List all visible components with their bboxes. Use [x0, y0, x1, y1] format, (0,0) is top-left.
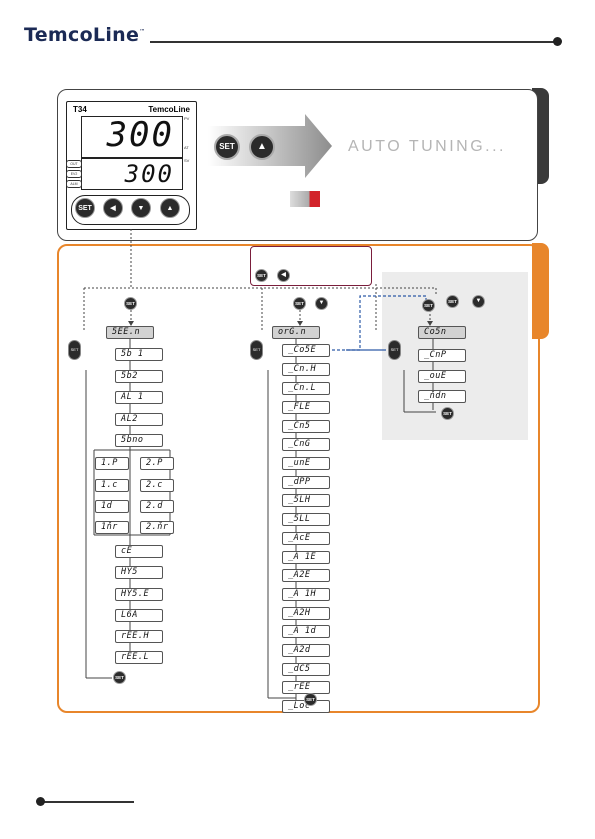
- brand-logo: TemcoLine™: [24, 24, 146, 46]
- col1-head: 5EE.n: [106, 326, 154, 339]
- col3-set-button-2[interactable]: SET: [446, 295, 459, 308]
- sv-label: SV: [184, 158, 190, 163]
- col1-item: HY5: [115, 566, 163, 579]
- pv-label: PV: [184, 116, 190, 121]
- sv-display: 300: [81, 158, 183, 190]
- footer-rule: [40, 801, 134, 803]
- col1-pair-left: 1.P: [95, 457, 129, 470]
- device-left-button[interactable]: ◀: [103, 198, 123, 218]
- col2-item: _A2H: [282, 607, 330, 620]
- col3-item: _CnP: [418, 349, 466, 362]
- pv-value: 300: [106, 115, 174, 155]
- callout-left-button[interactable]: ◀: [277, 269, 290, 282]
- footer-dot: [36, 797, 45, 806]
- col1-item: AL 1: [115, 391, 163, 404]
- header-dot: [553, 37, 562, 46]
- indicator-ev2: EV2: [66, 170, 82, 178]
- col2-item: _Cn.H: [282, 363, 330, 376]
- callout-set-button[interactable]: SET: [255, 269, 268, 282]
- col2-item: _dC5: [282, 663, 330, 676]
- col2-end-set-button[interactable]: SET: [304, 693, 317, 706]
- col1-item: 5b2: [115, 370, 163, 383]
- col2-side-badge: SET: [250, 340, 263, 360]
- col2-item: _dPP: [282, 476, 330, 489]
- col3-set-button[interactable]: SET: [422, 299, 435, 312]
- col1-item: AL2: [115, 413, 163, 426]
- col1-item: 5b 1: [115, 348, 163, 361]
- col2-item: _Cn5: [282, 420, 330, 433]
- col1-set-button[interactable]: SET: [124, 297, 137, 310]
- col2-item: _Cn.L: [282, 382, 330, 395]
- col2-item: _rEE: [282, 681, 330, 694]
- indicator-out: OUT: [66, 160, 82, 168]
- device-set-button[interactable]: SET: [75, 198, 95, 218]
- device-button-bar: SET ◀ ▼ ▲: [71, 195, 190, 225]
- tuning-gauge: [290, 191, 320, 207]
- col1-pair-right: 2.c: [140, 479, 174, 492]
- bottom-side-tab: [532, 243, 549, 339]
- col1-item: 5bno: [115, 434, 163, 447]
- col3-head: Co5n: [418, 326, 466, 339]
- col2-item: _A 1E: [282, 551, 330, 564]
- auto-tuning-text: AUTO TUNING...: [348, 138, 506, 155]
- col3-side-badge: SET: [388, 340, 401, 360]
- col2-item: _Co5E: [282, 344, 330, 357]
- device-down-button[interactable]: ▼: [131, 198, 151, 218]
- col2-item: _AcE: [282, 532, 330, 545]
- autotune-set-button[interactable]: SET: [214, 134, 240, 160]
- col2-item: _FLE: [282, 401, 330, 414]
- pv-display: 300: [81, 115, 183, 158]
- col2-item: _A2d: [282, 644, 330, 657]
- col1-end-set-button[interactable]: SET: [113, 671, 126, 684]
- indicator-alm: ALM: [66, 180, 82, 188]
- col2-head: orG.n: [272, 326, 320, 339]
- col1-item: rEE.H: [115, 630, 163, 643]
- col3-item: _ouE: [418, 370, 466, 383]
- header-rule: [150, 41, 558, 43]
- col3-end-set-button[interactable]: SET: [441, 407, 454, 420]
- col1-side-badge: SET: [68, 340, 81, 360]
- col1-pair-right: 2.ňr: [140, 521, 174, 534]
- col1-pair-left: 1d: [95, 500, 129, 513]
- device-up-button[interactable]: ▲: [160, 198, 180, 218]
- device-brand: TemcoLine: [148, 105, 190, 114]
- col1-pair-right: 2.d: [140, 500, 174, 513]
- col3-down-button[interactable]: ▼: [472, 295, 485, 308]
- col1-pair-right: 2.P: [140, 457, 174, 470]
- col1-item: rEE.L: [115, 651, 163, 664]
- col2-item: _A2E: [282, 569, 330, 582]
- col3-item: _ňdn: [418, 390, 466, 403]
- col2-item: _unE: [282, 457, 330, 470]
- device-model: T34: [73, 105, 87, 114]
- controller-device: T34 TemcoLine 300 PV AT 300 SV OUT EV2 A…: [66, 101, 197, 230]
- col1-pair-left: 1.c: [95, 479, 129, 492]
- at-label: AT: [184, 145, 189, 150]
- col2-item: _5LH: [282, 494, 330, 507]
- col1-pair-left: 1ňr: [95, 521, 129, 534]
- col2-item: _A 1d: [282, 625, 330, 638]
- col2-down-button[interactable]: ▼: [315, 297, 328, 310]
- autotune-up-button[interactable]: ▲: [249, 134, 275, 160]
- key-callout: SET ◀: [250, 246, 372, 286]
- sv-value: 300: [124, 160, 174, 188]
- col1-item: L6A: [115, 609, 163, 622]
- col1-item: cE: [115, 545, 163, 558]
- col2-item: _A 1H: [282, 588, 330, 601]
- col2-item: _CnG: [282, 438, 330, 451]
- col1-item: HY5.E: [115, 588, 163, 601]
- col2-item: _5LL: [282, 513, 330, 526]
- col2-set-button[interactable]: SET: [293, 297, 306, 310]
